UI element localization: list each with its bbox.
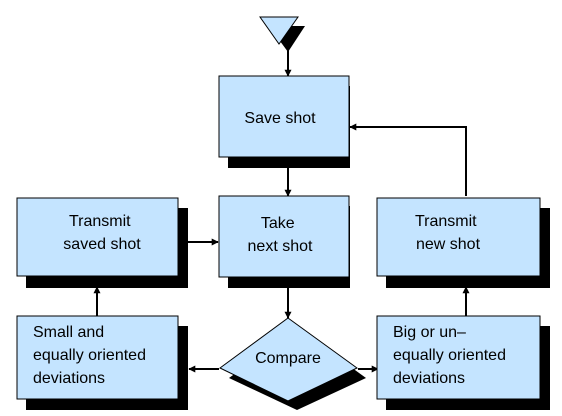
- small-deviations-label-line-1: Small and: [33, 324, 104, 341]
- edge-transmit-new-to-save: [349, 123, 467, 196]
- compare-diamond: [219, 317, 358, 402]
- node-transmit-saved-shot: Transmit saved shot: [16, 197, 188, 288]
- take-next-shot-label-line-2: next shot: [248, 238, 313, 255]
- node-take-next-shot: Take next shot: [218, 195, 350, 288]
- big-deviations-label-line-3: deviations: [393, 370, 465, 387]
- transmit-saved-shot-box: [16, 197, 179, 277]
- save-shot-label-line-1: Save shot: [244, 110, 316, 127]
- node-small-deviations: Small and equally oriented deviations: [16, 315, 188, 410]
- node-compare: Compare: [219, 317, 366, 410]
- node-big-deviations: Big or un– equally oriented deviations: [376, 315, 550, 410]
- node-transmit-new-shot: Transmit new shot: [376, 197, 550, 288]
- start-triangle: [259, 16, 299, 45]
- transmit-saved-shot-label: Transmit saved shot: [63, 213, 141, 253]
- small-deviations-label-line-2: equally oriented: [33, 347, 146, 364]
- transmit-saved-shot-label-line-2: saved shot: [63, 236, 141, 253]
- small-deviations-box: [16, 315, 179, 400]
- big-deviations-box: [376, 315, 541, 400]
- take-next-shot-label-line-1: Take: [261, 215, 295, 232]
- save-shot-box: [218, 75, 350, 158]
- big-deviations-label-line-2: equally oriented: [393, 347, 506, 364]
- transmit-saved-shot-label-line-1: Transmit: [69, 213, 131, 230]
- save-shot-label: Save shot: [244, 110, 316, 127]
- big-deviations-label-line-1: Big or un–: [393, 324, 466, 341]
- small-deviations-label-line-3: deviations: [33, 370, 105, 387]
- take-next-shot-box: [218, 195, 350, 278]
- node-save-shot: Save shot: [218, 75, 350, 168]
- small-deviations-label: Small and equally oriented deviations: [33, 324, 150, 387]
- compare-label: Compare: [255, 350, 321, 367]
- transmit-new-shot-label-line-1: Transmit: [415, 213, 477, 230]
- transmit-new-shot-label: Transmit new shot: [415, 213, 481, 253]
- compare-label-line-1: Compare: [255, 350, 321, 367]
- transmit-new-shot-label-line-2: new shot: [416, 236, 481, 253]
- take-next-shot-label: Take next shot: [248, 215, 313, 255]
- big-deviations-label: Big or un– equally oriented deviations: [393, 324, 510, 387]
- transmit-new-shot-box: [376, 197, 541, 277]
- start-node: [259, 16, 305, 52]
